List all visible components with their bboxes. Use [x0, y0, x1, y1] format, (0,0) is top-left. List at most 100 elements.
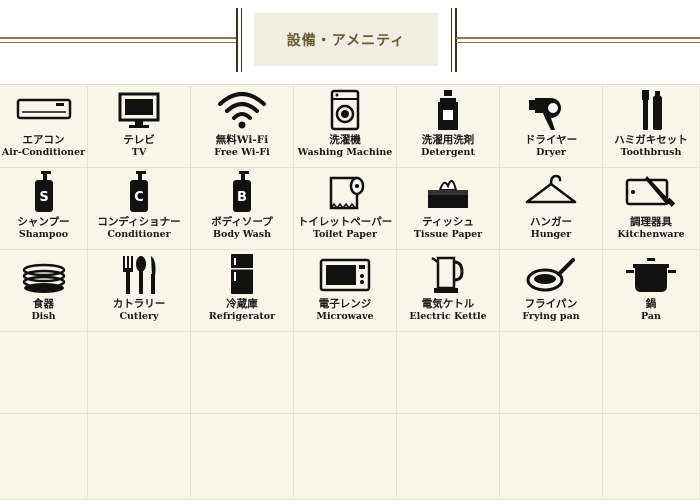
amenity-label-jp: 食器	[33, 298, 54, 310]
amenity-label-en: Cutlery	[119, 311, 159, 322]
dishes-icon	[16, 252, 72, 296]
amenity-label-jp: ハンガー	[530, 216, 572, 228]
amenity-label-jp: 洗濯用洗剤	[421, 134, 475, 146]
section-header: 設備・アメニティ	[0, 0, 700, 80]
bottle-letter: C	[134, 190, 144, 205]
amenity-item: 洗濯機 Washing Machine	[294, 86, 397, 168]
amenity-label-en: Dryer	[536, 147, 566, 158]
amenity-label-en: Tissue Paper	[413, 229, 483, 240]
empty-cell	[0, 332, 88, 414]
amenity-label-en: Washing Machine	[297, 147, 393, 158]
amenity-label-en: Shampoo	[18, 229, 69, 240]
amenities-grid: エアコン Air-Conditioner テレビ TV 無料Wi-Fi Free…	[0, 86, 700, 500]
amenity-item: 調理器具 Kitchenware	[603, 168, 700, 250]
amenity-item: ドライヤー Dryer	[500, 86, 603, 168]
empty-cell	[191, 332, 294, 414]
amenity-item: トイレットペーパー Toilet Paper	[294, 168, 397, 250]
microwave-icon	[317, 252, 373, 296]
empty-cell	[294, 414, 397, 500]
amenity-label-en: Toothbrush	[620, 147, 682, 158]
cutlery-icon	[111, 252, 167, 296]
amenity-label-jp: カトラリー	[112, 298, 166, 310]
amenity-item: 電子レンジ Microwave	[294, 250, 397, 332]
amenity-label-jp: 調理器具	[630, 216, 672, 228]
section-title: 設備・アメニティ	[254, 13, 438, 66]
amenity-label-jp: シャンプー	[17, 216, 70, 228]
header-bar	[455, 8, 457, 72]
header-bar	[451, 8, 452, 72]
amenity-label-jp: コンディショナー	[97, 216, 181, 228]
header-rule-left	[0, 37, 238, 39]
empty-cell	[191, 414, 294, 500]
header-rule-right-thin	[456, 42, 700, 43]
conditioner-bottle-icon: C	[111, 170, 167, 214]
header-bar	[236, 8, 238, 72]
empty-cell	[500, 332, 603, 414]
amenity-label-en: Kitchenware	[617, 229, 685, 240]
amenity-label-jp: テレビ	[123, 134, 155, 146]
amenity-label-en: Free Wi-Fi	[214, 147, 270, 158]
amenity-item: ハンガー Hunger	[500, 168, 603, 250]
toothbrush-icon	[623, 88, 679, 132]
amenity-label-en: Detergent	[421, 147, 475, 158]
amenity-label-en: Microwave	[316, 311, 374, 322]
amenity-item: 鍋 Pan	[603, 250, 700, 332]
empty-cell	[0, 414, 88, 500]
amenity-label-en: Air-Conditioner	[1, 147, 86, 158]
amenity-item: 無料Wi-Fi Free Wi-Fi	[191, 86, 294, 168]
amenity-item: B ボディソープ Body Wash	[191, 168, 294, 250]
empty-cell	[294, 332, 397, 414]
amenity-label-en: Body Wash	[212, 229, 272, 240]
tissue-box-icon	[420, 170, 476, 214]
amenity-item: 電気ケトル Electric Kettle	[397, 250, 500, 332]
amenity-label-en: Dish	[31, 311, 56, 322]
empty-cell	[88, 332, 191, 414]
wifi-icon	[214, 88, 270, 132]
amenity-label-jp: ティッシュ	[422, 216, 474, 228]
refrigerator-icon	[214, 252, 270, 296]
amenity-item: 食器 Dish	[0, 250, 88, 332]
bottle-letter: B	[237, 190, 247, 205]
header-bar	[241, 8, 242, 72]
amenity-item: ハミガキセット Toothbrush	[603, 86, 700, 168]
amenity-item: カトラリー Cutlery	[88, 250, 191, 332]
hair-dryer-icon	[523, 88, 579, 132]
shampoo-bottle-icon: S	[16, 170, 72, 214]
electric-kettle-icon	[420, 252, 476, 296]
amenity-label-en: Toilet Paper	[312, 229, 377, 240]
amenity-item: テレビ TV	[88, 86, 191, 168]
amenity-label-en: Hunger	[530, 229, 572, 240]
amenity-label-jp: 無料Wi-Fi	[215, 134, 269, 146]
amenity-label-en: Electric Kettle	[409, 311, 487, 322]
detergent-icon	[420, 88, 476, 132]
pot-icon	[623, 252, 679, 296]
amenity-item: 洗濯用洗剤 Detergent	[397, 86, 500, 168]
toilet-paper-icon	[317, 170, 373, 214]
empty-cell	[603, 332, 700, 414]
header-rule-left-thin	[0, 42, 238, 43]
empty-cell	[88, 414, 191, 500]
amenity-label-jp: ボディソープ	[211, 216, 273, 228]
empty-cell	[500, 414, 603, 500]
amenity-label-jp: ハミガキセット	[614, 134, 688, 146]
amenity-item: C コンディショナー Conditioner	[88, 168, 191, 250]
empty-cell	[397, 414, 500, 500]
air-conditioner-icon	[16, 88, 72, 132]
amenity-label-jp: ドライヤー	[524, 134, 578, 146]
divider	[0, 84, 700, 85]
amenity-label-jp: エアコン	[22, 134, 65, 146]
amenity-item: エアコン Air-Conditioner	[0, 86, 88, 168]
tv-icon	[111, 88, 167, 132]
amenity-label-jp: 洗濯機	[329, 134, 361, 146]
amenity-label-jp: 電気ケトル	[421, 298, 475, 310]
amenity-item: ティッシュ Tissue Paper	[397, 168, 500, 250]
amenity-label-en: Pan	[641, 311, 661, 322]
amenity-item: 冷蔵庫 Refrigerator	[191, 250, 294, 332]
washing-machine-icon	[317, 88, 373, 132]
amenity-label-en: Conditioner	[107, 229, 171, 240]
cutting-board-knife-icon	[623, 170, 679, 214]
amenity-label-jp: トイレットペーパー	[297, 216, 393, 228]
amenity-item: フライパン Frying pan	[500, 250, 603, 332]
amenity-label-en: Frying pan	[522, 311, 580, 322]
amenity-label-jp: 電子レンジ	[318, 298, 372, 310]
